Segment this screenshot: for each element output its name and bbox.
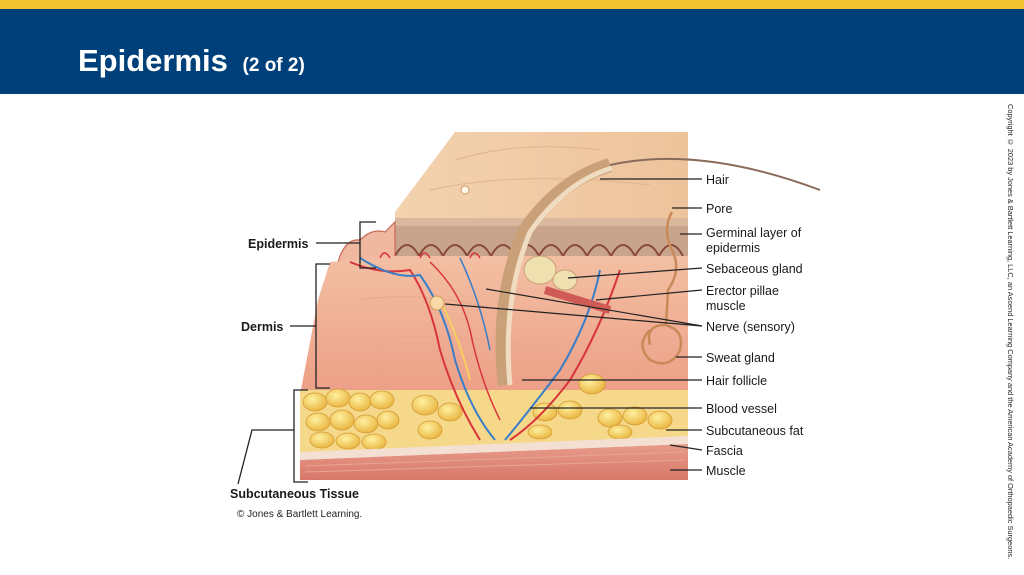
label-epidermis: Epidermis (248, 237, 308, 251)
label-erector-line1: Erector pillae (706, 284, 779, 298)
hair-structure (495, 157, 821, 386)
label-sebaceous-gland: Sebaceous gland (706, 262, 803, 276)
title-main: Epidermis (78, 43, 228, 78)
label-erector-line2: muscle (706, 299, 746, 313)
leader-lines (444, 178, 703, 471)
label-nerve: Nerve (sensory) (706, 320, 795, 334)
label-muscle: Muscle (706, 464, 746, 478)
side-copyright: Copyright © 2023 by Jones & Bartlett Lea… (1006, 104, 1024, 560)
left-brackets (237, 221, 376, 485)
slide-title: Epidermis (2 of 2) (78, 43, 305, 79)
accent-bar (0, 0, 1024, 9)
label-fascia: Fascia (706, 444, 743, 458)
subcutaneous-layer (300, 373, 688, 455)
sweat-gland (641, 211, 683, 365)
label-hair-follicle: Hair follicle (706, 374, 767, 388)
label-hair: Hair (706, 173, 729, 187)
label-dermis: Dermis (241, 320, 283, 334)
label-germinal-layer-line1: Germinal layer of (706, 226, 802, 240)
dermis-layer (300, 256, 688, 395)
label-blood-vessel: Blood vessel (706, 402, 777, 416)
label-subcutaneous-fat: Subcutaneous fat (706, 424, 804, 438)
label-subcutaneous-tissue: Subcutaneous Tissue (230, 487, 359, 501)
label-germinal-layer-line2: epidermis (706, 241, 760, 255)
slide-header: Epidermis (2 of 2) (0, 9, 1024, 94)
label-pore: Pore (706, 202, 732, 216)
epidermis-layer (394, 218, 688, 259)
label-sweat-gland: Sweat gland (706, 351, 775, 365)
muscle-layer (300, 436, 688, 480)
sensory-nerve (429, 295, 471, 381)
image-credit: © Jones & Bartlett Learning. (237, 509, 362, 520)
title-suffix: (2 of 2) (242, 55, 305, 76)
fat-cells (302, 373, 673, 451)
skin-surface (395, 132, 688, 220)
side-copyright-text: Copyright © 2023 by Jones & Bartlett Lea… (1006, 104, 1015, 560)
